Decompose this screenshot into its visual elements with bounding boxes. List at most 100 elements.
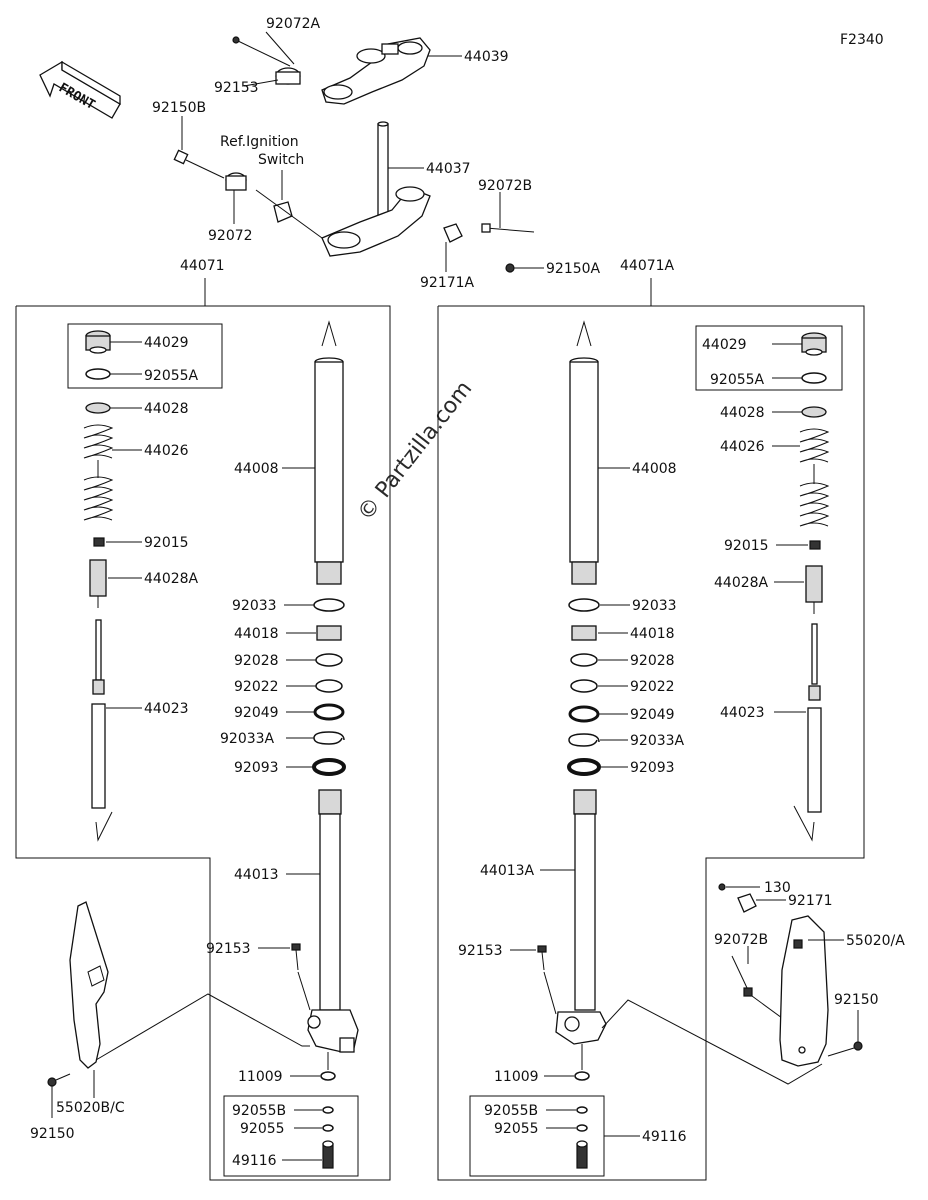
ref-note-line2: Switch [258, 152, 304, 168]
left-cartridge-44023 [91, 619, 106, 809]
label-44018-right: 44018 [630, 626, 675, 642]
label-92022-left: 92022 [234, 679, 279, 695]
left-dust-seal-92093 [312, 758, 346, 776]
label-92022-right: 92022 [630, 679, 675, 695]
label-92055-left: 92055 [240, 1121, 285, 1137]
label-44018-left: 44018 [234, 626, 279, 642]
left-outer-tube-44008 [314, 320, 344, 585]
right-bushing-44018 [571, 625, 597, 641]
right-gasket-11009 [574, 1071, 590, 1081]
label-49116-left: 49116 [232, 1153, 277, 1169]
label-92171-right: 92171 [788, 893, 833, 909]
label-92033A-right: 92033A [630, 733, 685, 749]
bolt-92150A [505, 263, 515, 273]
right-fork-boundary [437, 305, 865, 1181]
label-44028A-right: 44028A [714, 575, 769, 591]
left-nut-92015 [93, 537, 105, 547]
label-92033A-left: 92033A [220, 731, 275, 747]
left-gasket-11009 [320, 1071, 336, 1081]
front-direction-arrow: FRONT [39, 60, 121, 119]
right-inner-tube-44013A [555, 789, 607, 1045]
label-44039: 44039 [464, 49, 509, 65]
right-cap-kit-box [695, 325, 843, 391]
left-fork-guard-55020BC [69, 901, 109, 1069]
label-92015-left: 92015 [144, 535, 189, 551]
label-44026-right: 44026 [720, 439, 765, 455]
label-92150B: 92150B [152, 100, 206, 116]
steering-stem [321, 121, 431, 257]
label-49116-right: 49116 [642, 1129, 687, 1145]
left-oring-92055B [322, 1106, 334, 1114]
clamp-92171A [443, 223, 463, 243]
label-92049-right: 92049 [630, 707, 675, 723]
right-fork-cap-44029 [801, 332, 827, 356]
label-92153-right: 92153 [458, 943, 503, 959]
left-inner-tube-44013 [307, 789, 359, 1053]
label-92028-right: 92028 [630, 653, 675, 669]
label-44008-right: 44008 [632, 461, 677, 477]
label-44028A-left: 44028A [144, 571, 199, 587]
label-55020A-right: 55020/A [846, 933, 905, 949]
label-92153-left: 92153 [206, 941, 251, 957]
label-11009-left: 11009 [238, 1069, 283, 1085]
left-oring-92055 [322, 1124, 334, 1132]
right-spring-44026 [799, 428, 830, 527]
label-92055A-left: 92055A [144, 368, 199, 384]
label-44071A: 44071A [620, 258, 675, 274]
label-92072A: 92072A [266, 16, 321, 32]
right-oring-92055A [801, 372, 827, 384]
right-dust-seal-92093 [567, 758, 601, 776]
label-44013A-right: 44013A [480, 863, 535, 879]
label-92015-right: 92015 [724, 538, 769, 554]
label-130-right: 130 [764, 880, 791, 896]
label-92150-right: 92150 [834, 992, 879, 1008]
left-spring-44026 [83, 424, 114, 521]
label-44023-right: 44023 [720, 705, 765, 721]
label-44028-left: 44028 [144, 401, 189, 417]
label-92150A: 92150A [546, 261, 601, 277]
clamp-bolt-92153-top [232, 36, 291, 67]
right-guard-bolt-92150 [853, 1041, 863, 1051]
left-axle-bolt-92153 [291, 943, 301, 971]
right-fork-guard-55020A [779, 915, 829, 1067]
label-11009-right: 11009 [494, 1069, 539, 1085]
right-nut-92015 [809, 540, 821, 550]
left-valve-49116 [322, 1140, 334, 1169]
ref-note-line1: Ref.Ignition [220, 134, 299, 150]
label-92072B-right: 92072B [714, 932, 768, 948]
left-spacer-44028A [89, 559, 107, 608]
right-washer-92022 [570, 679, 598, 693]
label-44023-left: 44023 [144, 701, 189, 717]
label-44029-right: 44029 [702, 337, 747, 353]
left-oring-92033 [313, 598, 345, 612]
label-44026-left: 44026 [144, 443, 189, 459]
left-fork-cap-44029 [85, 330, 111, 354]
handlebar-clamp-92072 [225, 172, 247, 191]
left-cap-kit-box [67, 323, 223, 389]
left-fork-boundary [15, 305, 391, 1181]
right-valve-49116 [576, 1140, 588, 1169]
right-outer-tube-44008 [569, 320, 599, 585]
right-washer-44028 [801, 406, 827, 418]
left-washer-44028 [85, 402, 111, 414]
left-washer-92022 [315, 679, 343, 693]
label-92171A: 92171A [420, 275, 475, 291]
left-bushing-92028 [315, 653, 343, 667]
left-oring-92055A [85, 368, 111, 380]
watermark: © Partzilla.com [353, 377, 477, 526]
label-92072B-top: 92072B [478, 178, 532, 194]
right-clamp-92171 [737, 893, 757, 913]
label-55020BC-left: 55020B/C [56, 1100, 125, 1116]
label-44008-left: 44008 [234, 461, 279, 477]
right-spacer-44028A [805, 565, 823, 614]
right-circlip-92033A [568, 733, 600, 747]
right-bushing-92028 [570, 653, 598, 667]
label-92150-left: 92150 [30, 1126, 75, 1142]
left-circlip-92033A [313, 731, 345, 745]
right-oring-92055 [576, 1124, 588, 1132]
right-oil-seal-92049 [568, 705, 600, 723]
label-92033-right: 92033 [632, 598, 677, 614]
label-92055B-right: 92055B [484, 1103, 538, 1119]
left-bushing-44018 [316, 625, 342, 641]
